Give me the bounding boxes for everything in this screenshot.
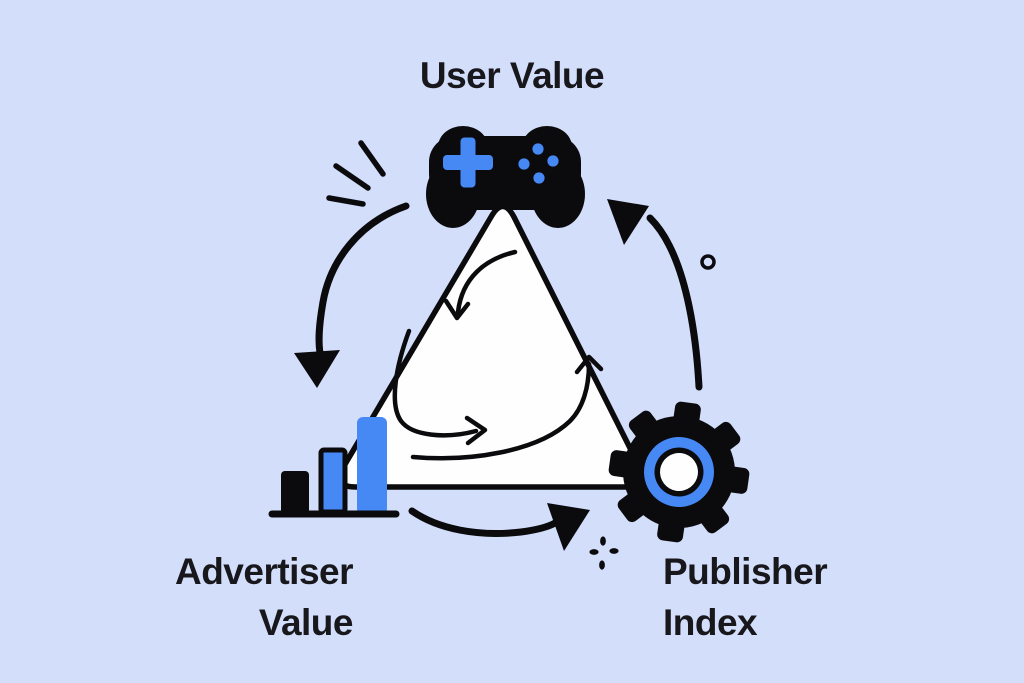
advertiser-line-2: Value [258, 602, 354, 643]
dpad-icon [443, 137, 493, 188]
small-circle-decor [700, 254, 716, 270]
node-label-user-value: User Value [0, 50, 1024, 101]
gamepad-buttons [518, 143, 559, 184]
gamepad-icon [426, 126, 585, 228]
inner-cycle-arrows [392, 249, 604, 461]
speed-lines-decor [326, 140, 386, 207]
user-value-text: User Value [419, 55, 605, 96]
node-label-advertiser-value: Advertiser Value [174, 546, 354, 648]
publisher-line-2: Index [663, 602, 758, 643]
sparkle-dots-decor [589, 536, 619, 570]
node-label-publisher-index: Publisher Index [663, 546, 828, 648]
arrow-publisher-to-user [607, 199, 703, 391]
bar-chart-icon [268, 417, 400, 518]
advertiser-line-1: Advertiser [174, 551, 354, 592]
arrow-advertiser-to-publisher [408, 503, 590, 551]
publisher-line-1: Publisher [663, 551, 828, 592]
arrow-user-to-advertiser [294, 202, 410, 388]
gear-icon [608, 401, 750, 543]
